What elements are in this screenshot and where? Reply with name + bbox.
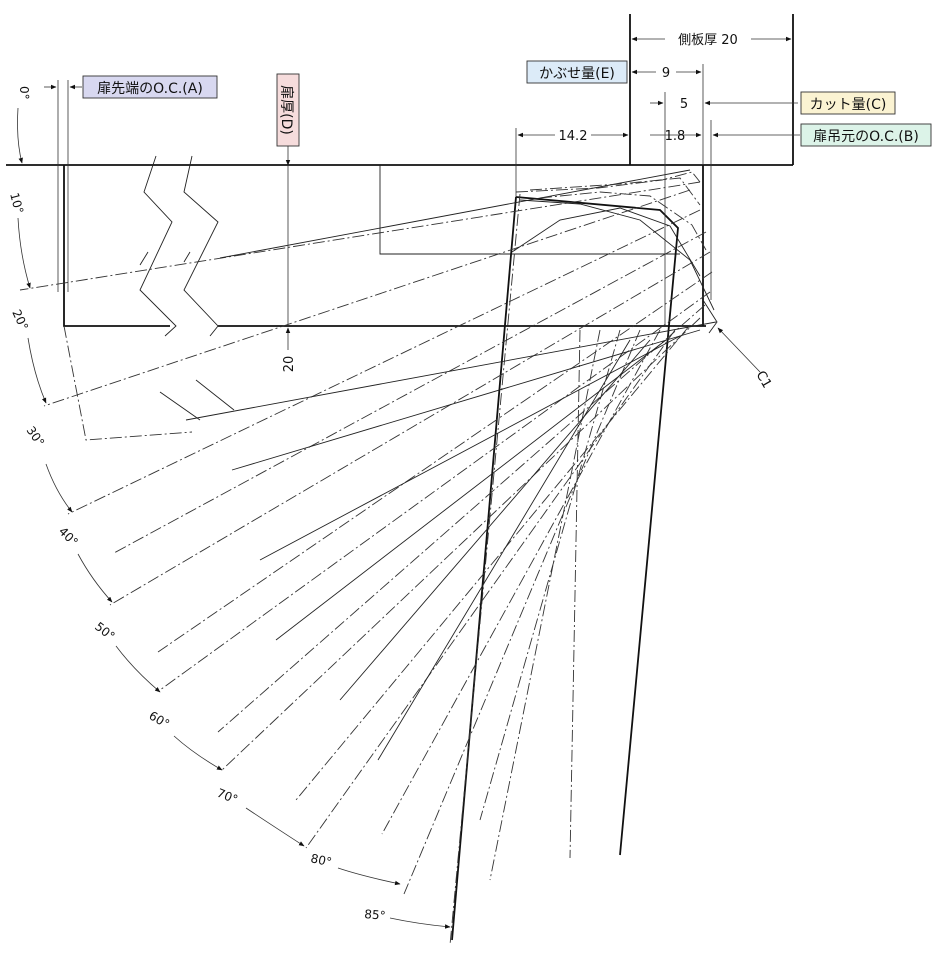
hinge-oc-label: 扉吊元のO.C.(B) — [813, 129, 919, 145]
overlay-label: かぶせ量(E) — [539, 66, 615, 82]
angle-label-60: 60° — [147, 708, 172, 731]
angle-label-80: 80° — [309, 851, 333, 869]
angle-label-30: 30° — [24, 424, 48, 449]
angle-label-20: 20° — [9, 307, 31, 332]
break-mark-left — [139, 155, 177, 337]
angle-label-50: 50° — [92, 619, 117, 643]
dimensions: 側板厚 20 9 5 1.8 14.2 20 C1 — [44, 28, 800, 391]
side-panel — [629, 14, 794, 166]
chamfer-label: C1 — [753, 369, 775, 392]
tip-oc-box: 扉先端のO.C.(A) — [82, 75, 218, 99]
overlay-box: かぶせ量(E) — [526, 60, 628, 84]
angle-label-85: 85° — [364, 907, 386, 923]
cut-box: カット量(C) — [800, 91, 896, 115]
closed-door — [6, 155, 718, 337]
hinge-oc-value: 1.8 — [665, 129, 686, 144]
angle-label-0: 0° — [17, 86, 31, 100]
door-thickness-label: 扉厚(D) — [278, 85, 294, 135]
side-thickness-label: 側板厚 20 — [678, 33, 738, 48]
break-mark-right — [183, 155, 219, 337]
door-thickness-box: 扉厚(D) — [276, 73, 300, 147]
cut-label: カット量(C) — [810, 97, 887, 113]
overlay-value: 9 — [662, 66, 670, 81]
door-85deg-outline — [515, 196, 679, 856]
angle-label-10: 10° — [7, 191, 26, 215]
tip-oc-label: 扉先端のO.C.(A) — [97, 81, 203, 97]
hinge-oc-box: 扉吊元のO.C.(B) — [800, 123, 932, 147]
offset-value: 14.2 — [559, 129, 588, 144]
angle-arcs — [17, 107, 451, 929]
door-thickness-value: 20 — [282, 356, 297, 373]
angle-label-40: 40° — [56, 524, 81, 549]
angle-label-70: 70° — [215, 786, 240, 807]
door-positions — [19, 169, 717, 946]
cut-value: 5 — [680, 97, 688, 112]
